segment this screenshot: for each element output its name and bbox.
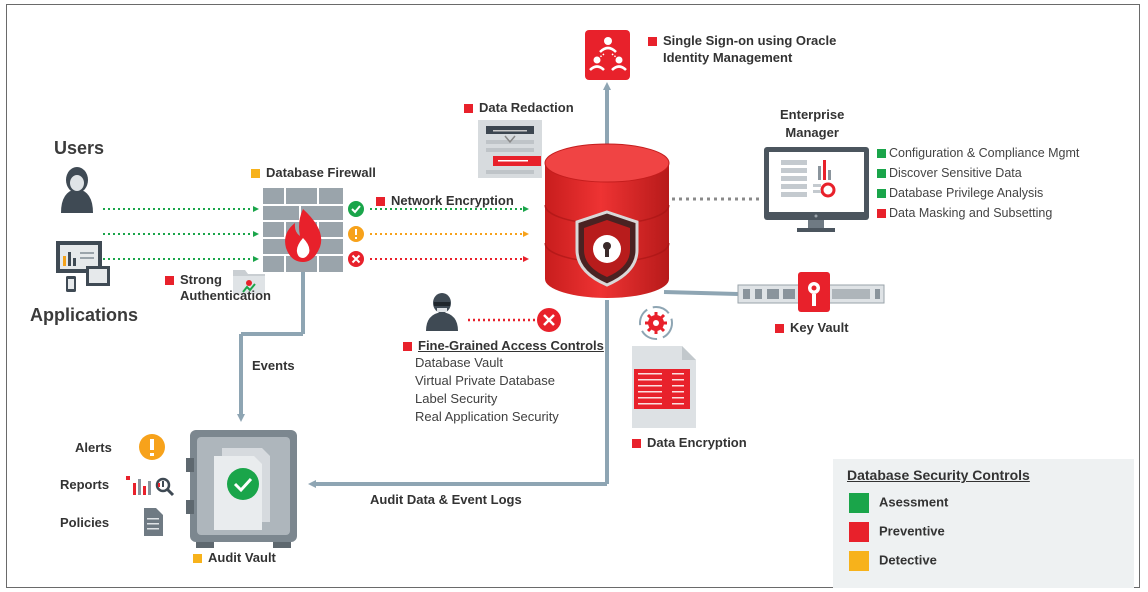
em-item: Discover Sensitive Data (877, 163, 1079, 183)
em-item-text: Configuration & Compliance Mgmt (889, 146, 1080, 160)
legend-item-label: Asessment (879, 494, 949, 510)
assessment-marker (877, 169, 886, 178)
enterprise-manager-monitor-icon (764, 147, 869, 232)
assessment-marker (877, 149, 886, 158)
legend-panel: Database Security Controls Asessment Pre… (833, 459, 1134, 588)
applications-icon (56, 241, 110, 292)
legend-item-detective: Detective (849, 551, 937, 571)
alerts-label: Alerts (75, 440, 112, 455)
sso-line2: Identity Management (663, 50, 793, 65)
audit-data-event-logs-label: Audit Data & Event Logs (370, 492, 522, 507)
enterprise-manager-line2: Manager (785, 125, 839, 140)
sso-line1: Single Sign-on using Oracle (663, 33, 837, 48)
preventive-marker (877, 209, 886, 218)
em-item-text: Data Masking and Subsetting (889, 206, 1053, 220)
preventive-marker (464, 104, 473, 113)
audit-vault-label: Audit Vault (193, 550, 276, 565)
enterprise-manager-line1: Enterprise (780, 107, 845, 122)
fine-grained-list: Database Vault Virtual Private Database … (403, 354, 604, 426)
detective-swatch (849, 551, 869, 571)
single-sign-on-icon (585, 30, 630, 80)
preventive-marker (648, 37, 657, 46)
encrypted-file-icon (632, 346, 696, 428)
diagram-frame (6, 4, 1140, 588)
preventive-swatch (849, 522, 869, 542)
policies-label: Policies (60, 515, 110, 530)
fine-grained-item: Virtual Private Database (415, 373, 555, 388)
fine-grained-item: Real Application Security (415, 409, 559, 424)
sso-label: Single Sign-on using Oracle Identity Man… (648, 32, 836, 66)
strong-authentication-line1: Strong (180, 272, 222, 287)
legend-title: Database Security Controls (847, 467, 1030, 483)
blocked-x-icon (348, 251, 364, 267)
em-item: Database Privilege Analysis (877, 183, 1079, 203)
alert-icon (139, 434, 165, 460)
user-icon (61, 167, 93, 213)
firewall-icon (263, 188, 343, 272)
enterprise-manager-list: Configuration & Compliance Mgmt Discover… (877, 143, 1079, 223)
encryption-process-icon (639, 306, 673, 340)
key-vault-appliance-icon (737, 272, 885, 312)
strong-authentication-label: Strong Authentication (165, 272, 271, 304)
audit-vault-text: Audit Vault (208, 550, 276, 565)
legend-item-label: Preventive (879, 523, 945, 539)
network-encryption-label: Network Encryption (376, 193, 514, 208)
enterprise-manager-label: Enterprise Manager (780, 106, 844, 142)
report-chart-icon (126, 476, 175, 497)
fine-grained-title: Fine-Grained Access Controls (403, 338, 604, 353)
legend-item-preventive: Preventive (849, 522, 945, 542)
assessment-marker (877, 189, 886, 198)
key-vault-text: Key Vault (790, 320, 849, 335)
fine-grained-item: Database Vault (415, 355, 503, 370)
policy-document-icon (144, 508, 163, 536)
db-to-keyvault-line (663, 290, 739, 296)
preventive-marker (775, 324, 784, 333)
reports-label: Reports (60, 477, 110, 492)
preventive-marker (376, 197, 385, 206)
users-label: Users (54, 138, 105, 158)
data-encryption-label: Data Encryption (632, 435, 747, 450)
em-item-text: Discover Sensitive Data (889, 166, 1022, 180)
database-icon (544, 143, 670, 298)
malicious-user-icon (426, 293, 458, 331)
database-firewall-text: Database Firewall (266, 165, 376, 180)
em-item-text: Database Privilege Analysis (889, 186, 1044, 200)
data-redaction-icon (478, 120, 542, 178)
preventive-marker (403, 342, 412, 351)
preventive-marker (632, 439, 641, 448)
strong-authentication-icon (233, 270, 265, 294)
key-vault-label: Key Vault (775, 320, 849, 335)
detective-marker (193, 554, 202, 563)
fine-grained-title-text: Fine-Grained Access Controls (418, 338, 604, 353)
connectors (103, 82, 762, 488)
data-redaction-label: Data Redaction (464, 100, 574, 115)
allowed-check-icon (348, 201, 364, 217)
assessment-swatch (849, 493, 869, 513)
legend-item-assessment: Asessment (849, 493, 948, 513)
preventive-marker (165, 276, 174, 285)
data-encryption-text: Data Encryption (647, 435, 747, 450)
data-redaction-text: Data Redaction (479, 100, 574, 115)
applications-label: Applications (30, 305, 139, 325)
network-encryption-text: Network Encryption (391, 193, 514, 208)
strong-authentication-line2: Authentication (180, 288, 271, 303)
fine-grained-access-controls: Fine-Grained Access Controls Database Va… (403, 338, 604, 426)
database-firewall-label: Database Firewall (251, 165, 376, 180)
events-label: Events (252, 358, 295, 373)
detective-marker (251, 169, 260, 178)
em-item: Data Masking and Subsetting (877, 203, 1079, 223)
audit-vault-safe-icon (186, 430, 297, 548)
legend-item-label: Detective (879, 552, 937, 568)
em-item: Configuration & Compliance Mgmt (877, 143, 1079, 163)
warning-icon (348, 226, 364, 242)
fine-grained-item: Label Security (415, 391, 498, 406)
blocked-access-icon (537, 308, 561, 332)
